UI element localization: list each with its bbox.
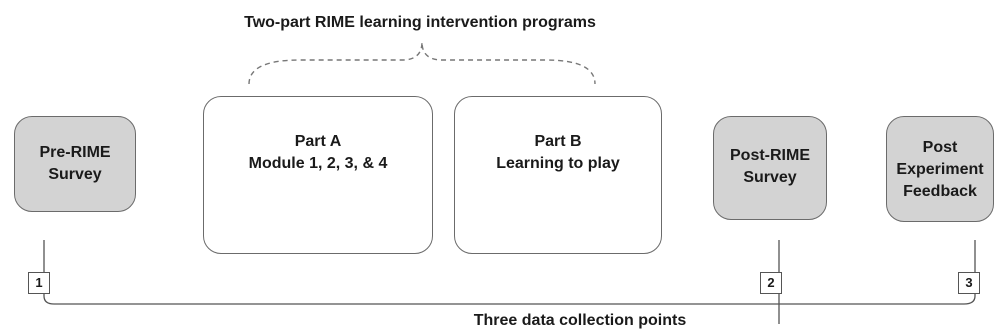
collection-point-2: 2 bbox=[760, 272, 782, 294]
post-rime-survey-box: Post-RIME Survey bbox=[713, 116, 827, 220]
post-rime-line-2: Survey bbox=[743, 169, 797, 186]
dashed-brace bbox=[248, 41, 596, 85]
part-b-subtitle: Learning to play bbox=[496, 155, 620, 172]
collection-point-3: 3 bbox=[958, 272, 980, 294]
post-feedback-line-1: Post bbox=[922, 139, 958, 156]
part-b-title: Part B bbox=[534, 133, 582, 150]
part-b-box: Part B Learning to play bbox=[454, 96, 662, 254]
diagram-bottom-title: Three data collection points bbox=[473, 312, 687, 329]
part-a-subtitle: Module 1, 2, 3, & 4 bbox=[248, 155, 388, 172]
timeline-baseline bbox=[43, 240, 976, 305]
part-a-title: Part A bbox=[294, 133, 342, 150]
pre-rime-line-1: Pre-RIME bbox=[39, 144, 111, 161]
diagram-top-title: Two-part RIME learning intervention prog… bbox=[244, 14, 596, 31]
post-rime-line-1: Post-RIME bbox=[730, 147, 810, 164]
pre-rime-line-2: Survey bbox=[48, 166, 102, 183]
post-experiment-feedback-box: Post Experiment Feedback bbox=[886, 116, 994, 222]
post-feedback-line-2: Experiment bbox=[896, 161, 984, 178]
post-feedback-line-3: Feedback bbox=[903, 183, 977, 200]
pre-rime-survey-box: Pre-RIME Survey bbox=[14, 116, 136, 212]
part-a-box: Part A Module 1, 2, 3, & 4 bbox=[203, 96, 433, 254]
collection-point-1: 1 bbox=[28, 272, 50, 294]
